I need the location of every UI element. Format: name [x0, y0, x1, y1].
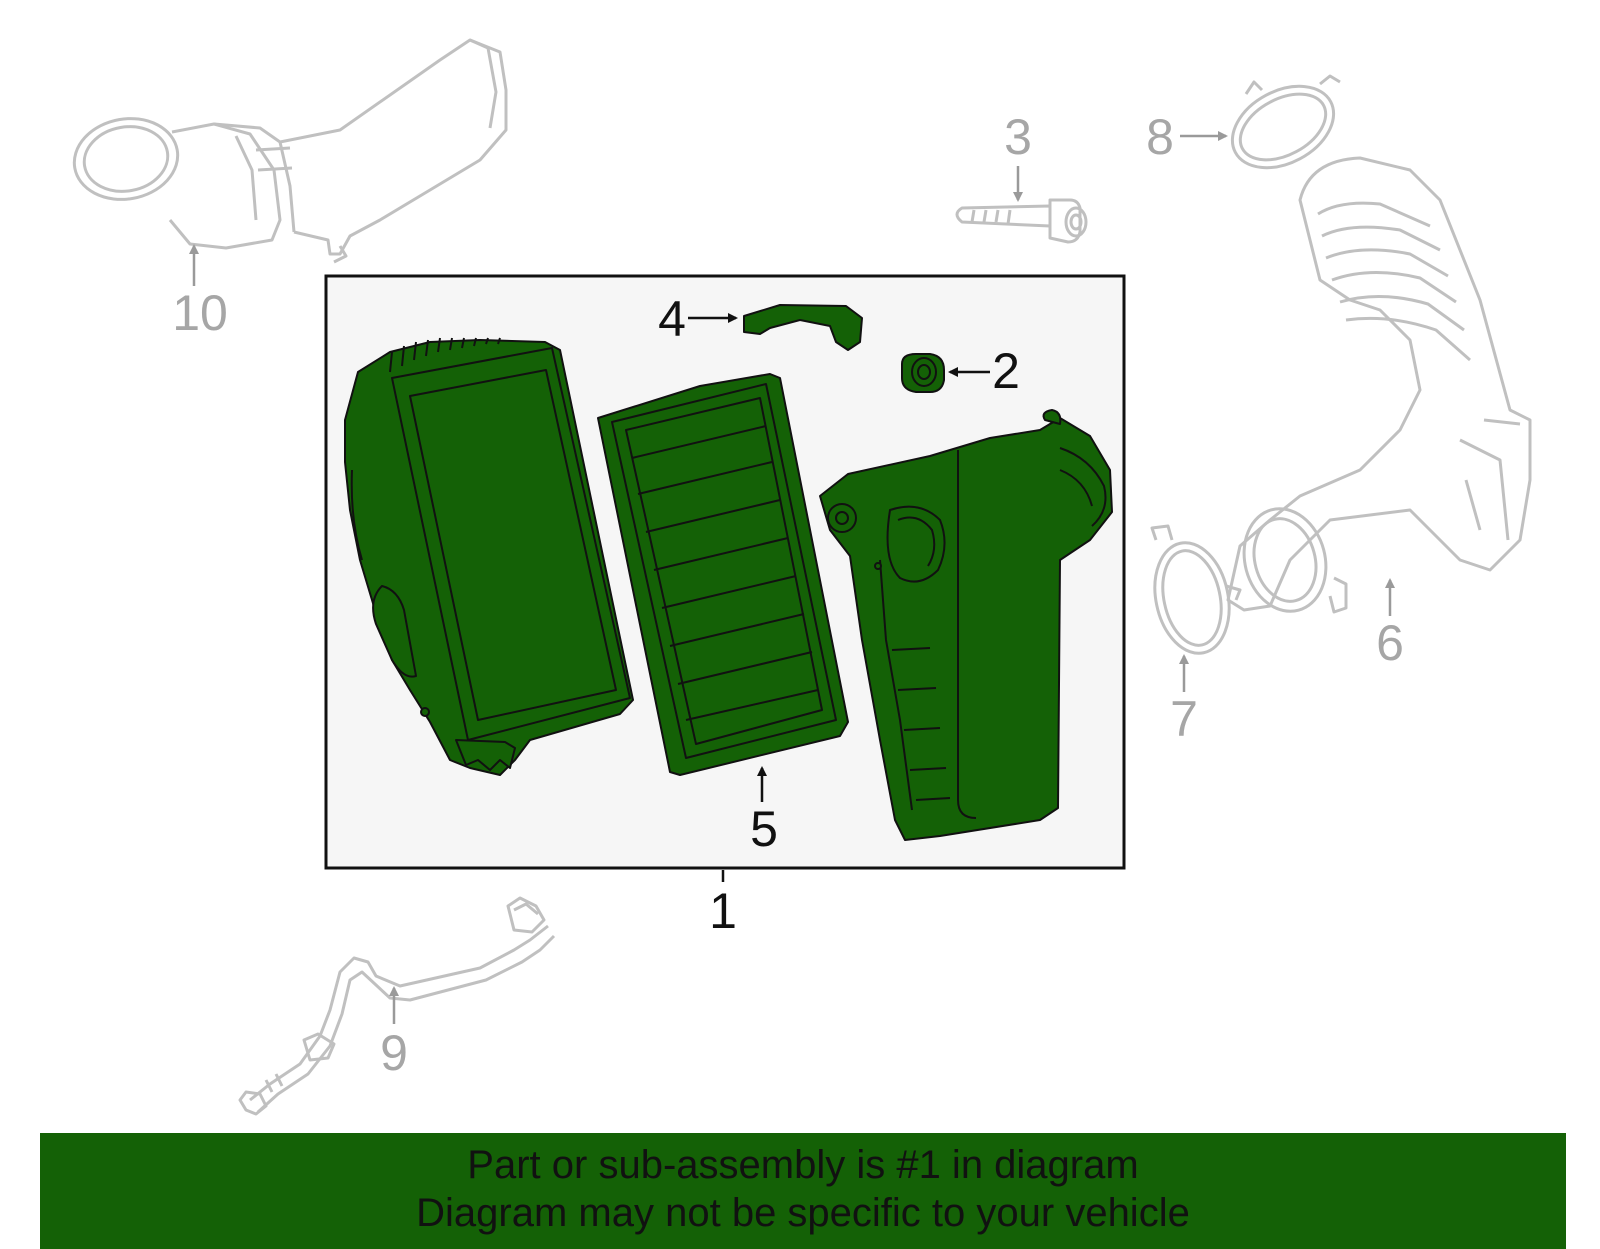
banner-line-2: Diagram may not be specific to your vehi… — [416, 1191, 1190, 1235]
air-cleaner-upper-housing[interactable] — [819, 409, 1113, 841]
callout-9: 9 — [380, 1025, 408, 1081]
bolt[interactable] — [955, 198, 1088, 244]
hose-clamp-lower[interactable] — [1145, 524, 1242, 660]
air-cleaner-lower-housing[interactable] — [344, 337, 634, 776]
outlet-duct[interactable] — [1226, 156, 1532, 621]
info-banner: Part or sub-assembly is #1 in diagram Di… — [40, 1133, 1566, 1249]
air-filter-element[interactable] — [597, 373, 849, 776]
grommet[interactable] — [901, 353, 945, 393]
callout-3: 3 — [1004, 109, 1032, 165]
callout-6: 6 — [1376, 615, 1404, 671]
callout-10: 10 — [172, 285, 228, 341]
callout-4: 4 — [658, 291, 686, 347]
inlet-duct[interactable] — [68, 38, 508, 264]
callout-8: 8 — [1146, 109, 1174, 165]
callout-2: 2 — [992, 343, 1020, 399]
leader-lines — [189, 131, 1395, 1024]
callout-5: 5 — [750, 801, 778, 857]
hose-clamp-upper[interactable] — [1218, 70, 1347, 184]
vent-hose[interactable] — [238, 896, 556, 1116]
callout-7: 7 — [1170, 691, 1198, 747]
banner-line-1: Part or sub-assembly is #1 in diagram — [467, 1143, 1139, 1187]
retaining-clip[interactable] — [743, 304, 863, 351]
callout-1: 1 — [709, 883, 737, 939]
